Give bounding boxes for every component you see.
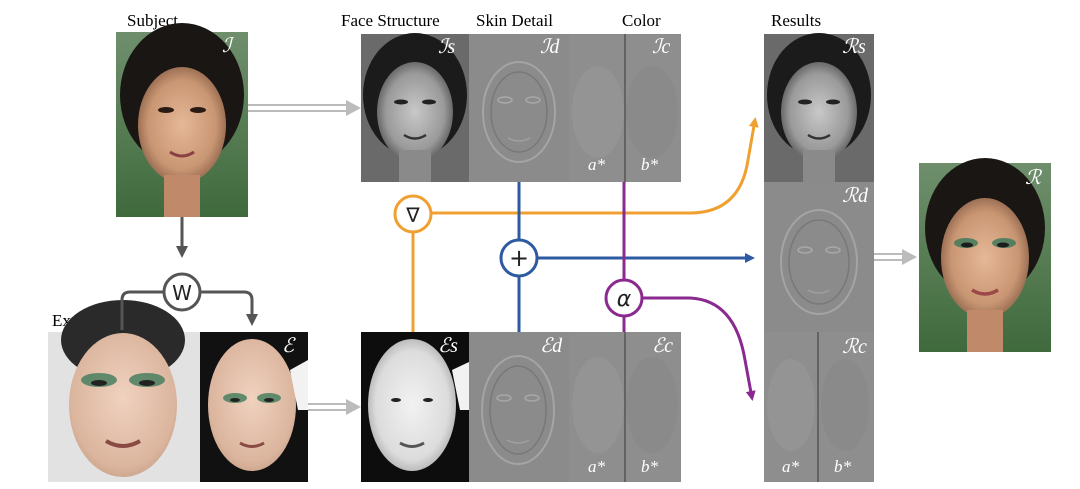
add-path [517, 182, 755, 332]
example-structure-label: ℰs [438, 335, 458, 357]
example-detail-image: ℰd [469, 332, 569, 482]
result-detail-image: ℛd [764, 182, 874, 332]
heading-subject: Subject [127, 11, 178, 30]
add-operator: + [499, 238, 539, 278]
heading-skin-detail: Skin Detail [476, 11, 553, 30]
example-color-label: ℰc [652, 335, 673, 357]
subject-detail-image: ℐd [469, 34, 569, 182]
subject-structure-image: ℐs [361, 33, 469, 182]
subject-color-a-channel: a* [588, 155, 606, 174]
final-result-label: ℛ [1025, 167, 1043, 189]
warp-operator: W [162, 272, 202, 312]
example-detail-label: ℰd [540, 335, 563, 357]
warp-operator-symbol: W [172, 281, 192, 305]
example-color-b-channel: b* [641, 457, 659, 476]
result-color-a-channel: a* [782, 457, 800, 476]
flow-arrow-subject-to-structure [248, 100, 361, 116]
example-color-a-channel: a* [588, 457, 606, 476]
subject-color-image: ℐc a* b* [569, 34, 681, 182]
subject-color-b-channel: b* [641, 155, 659, 174]
add-operator-symbol: + [509, 244, 529, 272]
result-structure-image: ℛs [764, 33, 874, 182]
final-result-image: ℛ [919, 158, 1051, 352]
flow-arrow-results-to-final [874, 249, 917, 265]
heading-results: Results [771, 11, 821, 30]
example-structure-image: ℰs [361, 332, 469, 482]
gradient-path [411, 117, 759, 332]
gradient-operator-symbol: ∇ [405, 203, 420, 227]
gradient-operator: ∇ [393, 194, 433, 234]
subject-structure-label: ℐs [438, 36, 455, 58]
result-detail-label: ℛd [842, 185, 869, 207]
alpha-operator-symbol: α [617, 287, 632, 312]
result-color-label: ℛc [842, 336, 867, 358]
heading-face-structure: Face Structure [341, 11, 440, 30]
alpha-operator: α [604, 278, 644, 318]
flow-arrow-example-to-structure [308, 399, 361, 415]
result-color-image: ℛc a* b* [764, 332, 874, 482]
heading-color: Color [622, 11, 661, 30]
alpha-path [622, 182, 756, 401]
subject-color-label: ℐc [652, 36, 670, 58]
subject-detail-label: ℐd [540, 36, 560, 58]
example-image [48, 300, 200, 482]
example-warped-label: ℰ [282, 335, 296, 357]
example-color-image: ℰc a* b* [569, 332, 681, 482]
subject-image: ℐ [116, 23, 248, 217]
result-structure-label: ℛs [842, 36, 866, 58]
result-color-b-channel: b* [834, 457, 852, 476]
warp-path [120, 217, 258, 330]
example-warped-image: ℰ [200, 332, 308, 482]
